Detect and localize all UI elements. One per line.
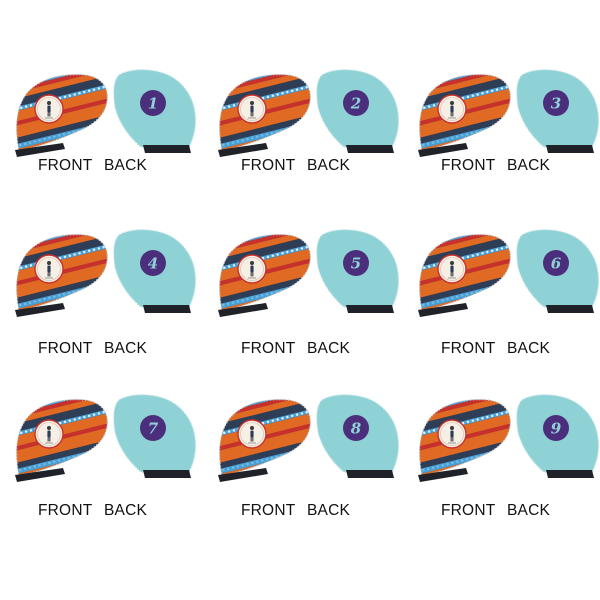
back-label: BACK [307,340,351,357]
back-neck [546,145,594,153]
front-neck [418,468,468,482]
front-label: FRONT [241,340,296,357]
number-badge [543,90,569,116]
number-badge [140,90,166,116]
front-neck [218,468,268,482]
cover-number: 5 [351,255,361,273]
person-silhouette-icon [237,254,267,284]
front-neck [218,143,268,157]
back-cover: 2 [316,69,400,153]
person-silhouette-icon [237,419,267,449]
back-cover: 5 [316,229,400,313]
person-silhouette-icon [34,419,64,449]
cover-pair-graphic: 9 [418,394,600,482]
back-neck [346,145,394,153]
front-label: FRONT [38,157,93,174]
back-label: BACK [507,340,551,357]
back-cover: 1 [113,69,197,153]
person-silhouette-icon [237,94,267,124]
person-silhouette-icon [34,254,64,284]
front-label: FRONT [38,502,93,519]
number-badge [343,250,369,276]
cover-number: 8 [351,420,362,438]
cover-number: 1 [148,95,158,113]
cover-number: 7 [148,420,159,438]
back-neck [546,470,594,478]
front-label: FRONT [441,157,496,174]
cover-number: 6 [551,255,562,273]
back-label: BACK [104,502,148,519]
back-neck [143,305,191,313]
back-label: BACK [307,157,351,174]
person-silhouette-icon [437,419,467,449]
back-neck [143,470,191,478]
back-label: BACK [507,502,551,519]
number-badge [543,415,569,441]
front-label: FRONT [241,502,296,519]
back-neck [546,305,594,313]
back-cover: 8 [316,394,400,478]
number-badge [343,90,369,116]
back-label: BACK [507,157,551,174]
front-neck [418,303,468,317]
back-cover: 9 [516,394,600,478]
cover-pair-graphic: 5 [218,229,400,317]
person-silhouette-icon [34,94,64,124]
cover-number: 4 [148,255,158,273]
cover-pair-graphic: 2 [218,69,400,157]
front-neck [15,143,65,157]
front-label: FRONT [38,340,93,357]
cover-number: 9 [551,420,562,438]
number-badge [343,415,369,441]
cover-pair-graphic: 6 [418,229,600,317]
cover-pair-graphic: 1 [15,69,197,157]
cover-pair-graphic: 7 [15,394,197,482]
cover-pair-graphic: 3 [418,69,600,157]
front-neck [15,468,65,482]
cover-pair-graphic: 8 [218,394,400,482]
back-label: BACK [104,340,148,357]
back-label: BACK [104,157,148,174]
back-neck [346,470,394,478]
cover-pair-graphic: 4 [15,229,197,317]
number-badge [140,250,166,276]
back-cover: 4 [113,229,197,313]
number-badge [543,250,569,276]
back-neck [143,145,191,153]
back-cover: 6 [516,229,600,313]
cover-number: 2 [350,95,361,113]
person-silhouette-icon [437,254,467,284]
front-label: FRONT [441,502,496,519]
person-silhouette-icon [437,94,467,124]
cover-number: 3 [551,95,561,113]
back-cover: 7 [113,394,197,478]
front-neck [218,303,268,317]
back-cover: 3 [516,69,600,153]
front-neck [418,143,468,157]
front-label: FRONT [441,340,496,357]
back-label: BACK [307,502,351,519]
back-neck [346,305,394,313]
number-badge [140,415,166,441]
front-neck [15,303,65,317]
front-label: FRONT [241,157,296,174]
